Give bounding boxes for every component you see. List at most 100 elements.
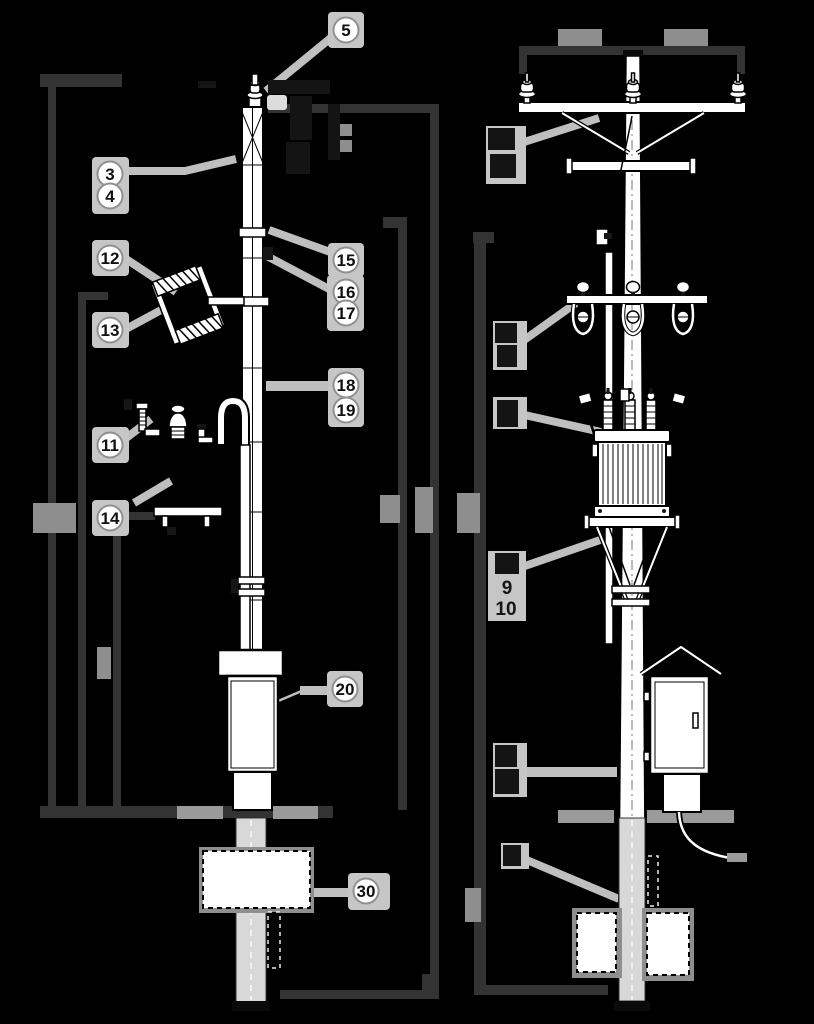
illegible-dim-text — [465, 888, 481, 922]
illegible-dim-text — [33, 503, 76, 533]
svg-text:17: 17 — [337, 304, 356, 323]
ground-hatch-right — [558, 810, 614, 823]
svg-text:19: 19 — [337, 401, 356, 420]
callout-12: 12 — [92, 240, 129, 276]
svg-text:15: 15 — [337, 251, 356, 270]
illegible-dim-text — [415, 487, 433, 533]
dark-label-10: 10 — [495, 599, 516, 620]
ground-rod — [267, 911, 281, 969]
illegible-label-block — [497, 400, 518, 427]
leader-right-underground — [520, 854, 621, 903]
svg-text:12: 12 — [101, 249, 120, 268]
svg-text:11: 11 — [101, 436, 119, 455]
callout-16: 16 — [332, 278, 360, 306]
leader-right-top — [516, 114, 601, 148]
cabinet-cap — [216, 648, 285, 678]
illegible-label-block — [497, 345, 517, 367]
leader-30 — [312, 888, 350, 897]
svg-text:4: 4 — [105, 187, 115, 206]
spool-insulator — [620, 280, 646, 337]
pin-insulator — [728, 72, 748, 104]
svg-text:3: 3 — [105, 165, 114, 184]
secondary-rack-bar — [565, 294, 709, 305]
right-pole-label-group: 9 10 — [488, 551, 526, 621]
side-clamp — [263, 247, 273, 260]
foundation-block — [646, 912, 690, 976]
ground-lines — [40, 806, 734, 823]
cable-tip — [727, 853, 747, 862]
svg-text:18: 18 — [337, 376, 356, 395]
leader-lines — [118, 33, 634, 906]
illegible-dim-text — [664, 29, 708, 46]
cabinet-lower-box — [662, 773, 702, 813]
transformer-bushing — [602, 388, 614, 435]
right-pole-top-cap — [623, 50, 643, 56]
hardware-parts — [124, 399, 214, 444]
illegible-dim-text — [97, 647, 111, 679]
cabinet-body — [225, 674, 280, 774]
right-pole-label-group — [501, 843, 529, 869]
cabinet-roof — [639, 644, 723, 676]
illegible-label-block — [495, 323, 517, 343]
illegible-label-block — [490, 154, 516, 178]
transformer-tank — [597, 441, 667, 507]
ground-rod — [647, 855, 659, 907]
transformer-lid — [593, 429, 671, 443]
pin-insulator — [517, 72, 537, 104]
step-rail — [153, 506, 223, 535]
right-pole-butt — [614, 1001, 650, 1011]
wire-hook-right — [744, 111, 759, 132]
leader-20 — [300, 686, 332, 695]
callout-20: 20 — [327, 671, 363, 707]
meter-cabinet — [639, 644, 747, 862]
transformer — [591, 429, 673, 518]
left-conduit — [239, 444, 251, 656]
leader-right-cabinet — [518, 767, 617, 777]
leader-14-gray — [131, 477, 174, 507]
illegible-label-block — [503, 845, 521, 866]
leader-right-platform — [520, 535, 605, 571]
svg-text:30: 30 — [357, 882, 376, 901]
foundation-block-30 — [202, 850, 311, 909]
top-insulator — [246, 73, 264, 108]
illegible-dim-text — [380, 495, 400, 523]
pole-band-clamp — [237, 588, 266, 597]
leader-16-17 — [261, 250, 333, 294]
leader-18-19 — [266, 381, 328, 391]
callout-14-dark-leader — [120, 512, 155, 520]
cabinet-lower-box — [232, 771, 273, 811]
transformer-platform — [585, 516, 679, 528]
leader-3-4 — [128, 155, 237, 175]
leader-right-rack — [517, 299, 579, 347]
svg-text:13: 13 — [101, 321, 120, 340]
right-pole-label-group — [493, 321, 527, 370]
illegible-dim-text — [457, 493, 480, 533]
spool-insulator — [570, 280, 596, 337]
right-pole-figure — [505, 50, 759, 1011]
illegible-label-block — [495, 769, 519, 794]
callout-18: 18 — [332, 371, 360, 399]
illegible-label-block — [488, 128, 515, 150]
svg-text:5: 5 — [341, 21, 350, 40]
leader-right-cutout — [519, 410, 602, 436]
left-pole-butt — [232, 1001, 270, 1011]
right-pole-label-group — [493, 397, 527, 429]
transformer-bushing — [645, 388, 657, 435]
illegible-label-cluster-topleft — [198, 80, 352, 174]
leader-15 — [267, 226, 335, 257]
pole-band-clamp — [237, 576, 266, 585]
pole-band-clamp — [611, 598, 651, 607]
pole-joint-collar — [238, 227, 267, 238]
foundation-block — [576, 912, 617, 973]
lower-crossarm — [569, 160, 693, 172]
callouts: 5 3 4 12 13 15 16 17 18 — [92, 12, 390, 910]
cooling-fins — [602, 444, 663, 504]
bushing-guard-right — [668, 403, 681, 435]
transformer-base-band — [593, 505, 671, 518]
pole-cabinet — [216, 648, 285, 811]
callout-4: 4 — [96, 182, 124, 210]
cabinet-door — [654, 681, 705, 769]
small-white-mark — [267, 95, 287, 110]
svg-text:16: 16 — [337, 283, 356, 302]
